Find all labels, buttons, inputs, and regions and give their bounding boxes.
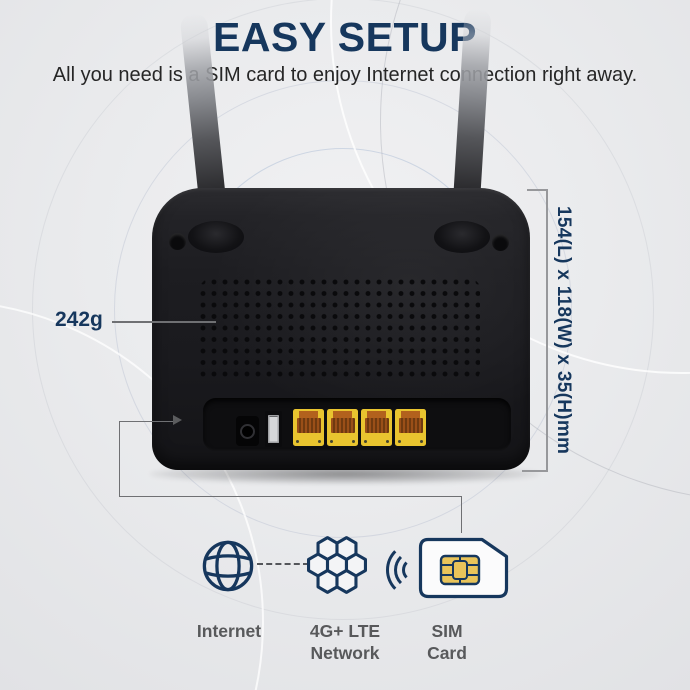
signal-wave-icon (386, 542, 442, 598)
lan-port-4 (395, 409, 426, 446)
usb-port (265, 411, 282, 447)
lan-port-1 (293, 409, 324, 446)
antenna-mount-left (188, 221, 244, 253)
weight-callout-line (112, 321, 216, 323)
sim-insert-path (118, 421, 120, 497)
rj45-tab (299, 411, 318, 419)
lan-led (398, 440, 401, 443)
dimension-bracket-cap-bottom (522, 470, 547, 472)
rj45-tab (367, 411, 386, 419)
lan-led (318, 440, 321, 443)
globe-icon (202, 540, 254, 592)
lan-port-2 (327, 409, 358, 446)
lan-led (386, 440, 389, 443)
port-panel (203, 398, 511, 451)
lan-port-3 (361, 409, 392, 446)
rj45-pins (364, 418, 389, 433)
antenna-mount-right (434, 221, 490, 253)
lan-led (352, 440, 355, 443)
rj45-tab (401, 411, 420, 419)
screw-hole-right (492, 234, 509, 251)
dimension-bracket-cap-top (527, 189, 547, 191)
sim-insert-path (118, 420, 175, 422)
lan-led (364, 440, 367, 443)
page-title: EASY SETUP (213, 14, 477, 60)
rj45-pins (296, 418, 321, 433)
flow-label-4g-lte-network: 4G+ LTE Network (309, 621, 381, 663)
page-subtitle: All you need is a SIM card to enjoy Inte… (52, 64, 638, 86)
sim-card-icon (418, 537, 509, 599)
dimensions-annotation: 154(L) x 118(W) x 35(H)mm (553, 206, 574, 455)
router-back-panel (152, 188, 530, 470)
weight-annotation: 242g (55, 308, 103, 331)
flow-label-internet: Internet (196, 621, 262, 641)
ventilation-grid (200, 279, 480, 381)
lan-led (420, 440, 423, 443)
hexagon-network-icon (307, 536, 367, 594)
flow-label-sim-card: SIM Card (427, 621, 467, 663)
dc-jack-ring (240, 423, 255, 439)
sim-insert-path (460, 495, 462, 533)
lan-led (296, 440, 299, 443)
lan-led (330, 440, 333, 443)
rj45-tab (333, 411, 352, 419)
rj45-pins (398, 418, 423, 433)
dc-power-jack (236, 416, 259, 446)
dimension-bracket-line (546, 189, 548, 472)
rj45-pins (330, 418, 355, 433)
sim-insert-arrowhead-icon (173, 415, 182, 425)
usb-port-inner (268, 415, 279, 443)
dashed-connector-line (257, 563, 309, 565)
screw-hole-left (169, 233, 186, 250)
sim-insert-path (118, 495, 462, 497)
lan-port-row (293, 409, 426, 446)
